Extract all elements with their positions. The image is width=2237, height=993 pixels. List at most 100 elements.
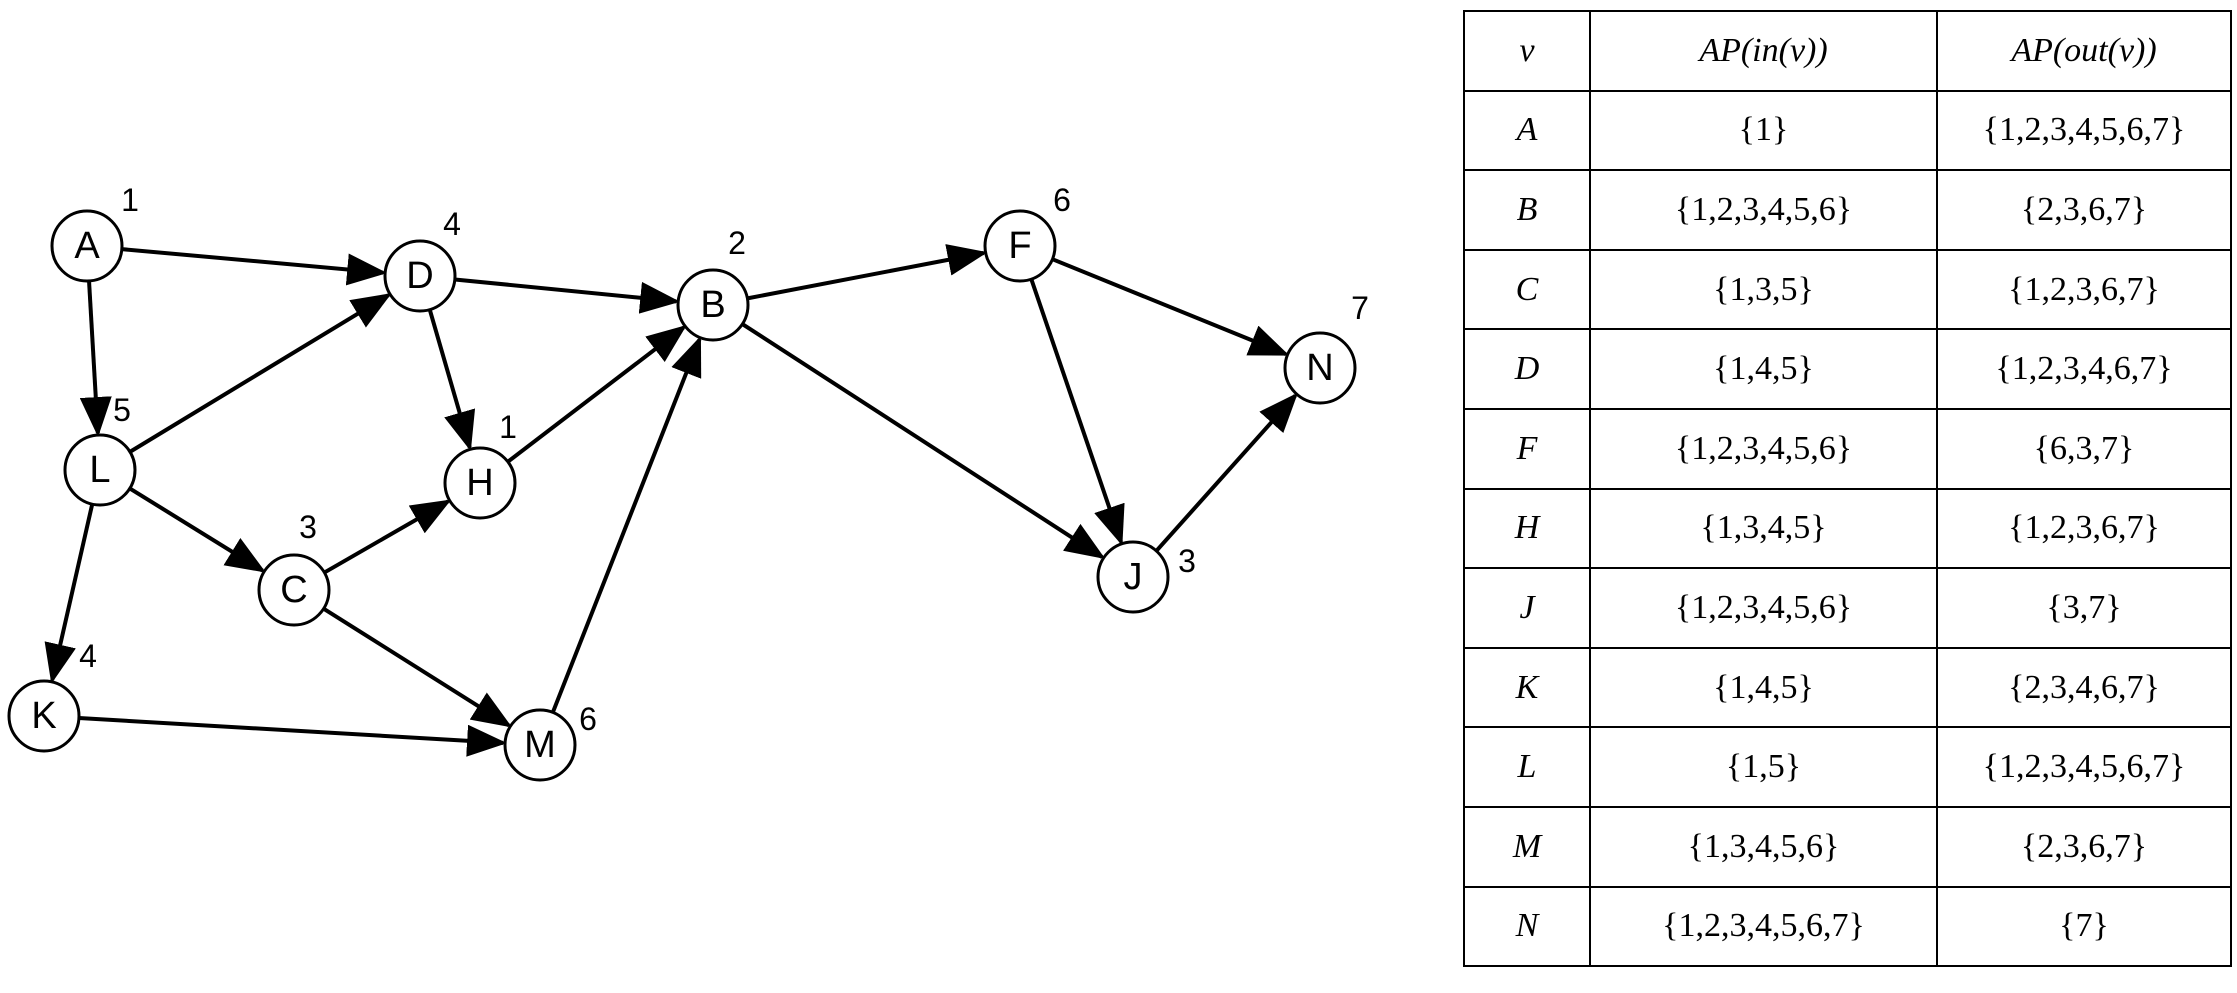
edge-k-m — [78, 716, 508, 757]
node-label: N — [1306, 347, 1333, 389]
node-h: H1 — [443, 409, 517, 520]
cell-vertex: M — [1463, 805, 1591, 888]
header-ap-in: AP(in(v)) — [1589, 10, 1938, 92]
node-circle — [1096, 540, 1170, 614]
table-row: A{1}{1,2,3,4,5,6,7} — [1463, 89, 2232, 172]
node-label: F — [1008, 225, 1031, 267]
node-label: C — [280, 569, 307, 611]
cell-ap-in: {1} — [1589, 89, 1938, 172]
cell-ap-out: {7} — [1936, 885, 2232, 968]
cell-ap-in: {1,3,5} — [1589, 248, 1938, 331]
cell-ap-out: {2,3,6,7} — [1936, 169, 2232, 251]
edges — [44, 244, 1298, 757]
table-header-row: v AP(in(v)) AP(out(v)) — [1463, 10, 2232, 92]
node-circle — [676, 268, 750, 342]
node-k: K4 — [7, 638, 97, 753]
table-row: D{1,4,5}{1,2,3,4,6,7} — [1463, 328, 2232, 410]
node-circle — [50, 209, 124, 283]
node-weight: 4 — [79, 638, 97, 674]
cell-ap-out: {1,2,3,6,7} — [1936, 248, 2232, 331]
node-circle — [443, 446, 517, 520]
table-row: B{1,2,3,4,5,6}{2,3,6,7} — [1463, 169, 2232, 251]
node-l: L5 — [63, 392, 137, 507]
node-f: F6 — [983, 182, 1071, 283]
node-label: K — [31, 695, 56, 737]
node-label: L — [89, 449, 110, 491]
cell-vertex: K — [1463, 646, 1591, 729]
table-row: F{1,2,3,4,5,6}{6,3,7} — [1463, 407, 2232, 490]
cell-ap-in: {1,2,3,4,5,6} — [1589, 567, 1938, 649]
table-row: L{1,5}{1,2,3,4,5,6,7} — [1463, 726, 2232, 808]
header-v: v — [1463, 10, 1591, 92]
cell-vertex: N — [1463, 885, 1591, 968]
node-label: D — [406, 255, 433, 297]
cell-ap-in: {1,3,4,5,6} — [1589, 805, 1938, 888]
node-label: B — [700, 284, 725, 326]
node-circle — [63, 433, 137, 507]
edge-d-h — [427, 309, 476, 452]
node-c: C3 — [257, 509, 331, 627]
node-a: A1 — [50, 182, 139, 283]
cell-vertex: J — [1463, 567, 1591, 649]
node-weight: 7 — [1351, 290, 1369, 326]
ap-table: v AP(in(v)) AP(out(v)) A{1}{1,2,3,4,5,6,… — [1463, 10, 2232, 968]
cell-ap-in: {1,3,4,5} — [1589, 487, 1938, 570]
edge-c-m — [322, 606, 513, 728]
node-circle — [983, 209, 1057, 283]
cell-ap-in: {1,2,3,4,5,6} — [1589, 407, 1938, 490]
cell-ap-out: {1,2,3,4,5,6,7} — [1936, 726, 2232, 808]
cell-ap-in: {1,2,3,4,5,6} — [1589, 169, 1938, 251]
node-weight: 6 — [579, 701, 597, 737]
edge-a-l — [79, 280, 112, 438]
cell-ap-out: {1,2,3,6,7} — [1936, 487, 2232, 570]
cell-ap-out: {1,2,3,4,5,6,7} — [1936, 89, 2232, 172]
node-d: D4 — [383, 206, 461, 313]
cell-vertex: D — [1463, 328, 1591, 410]
node-weight: 2 — [728, 225, 746, 261]
node-weight: 4 — [443, 206, 461, 242]
node-b: B2 — [676, 225, 750, 342]
node-weight: 3 — [299, 509, 317, 545]
edge-l-c — [128, 486, 266, 573]
edge-b-j — [741, 322, 1106, 560]
cell-ap-in: {1,4,5} — [1589, 646, 1938, 729]
cell-vertex: B — [1463, 169, 1591, 251]
cell-ap-out: {2,3,4,6,7} — [1936, 646, 2232, 729]
cell-vertex: C — [1463, 248, 1591, 331]
node-circle — [503, 708, 577, 782]
header-ap-out: AP(out(v)) — [1936, 10, 2232, 92]
node-weight: 6 — [1053, 182, 1071, 218]
node-circle — [7, 679, 81, 753]
table-row: M{1,3,4,5,6}{2,3,6,7} — [1463, 805, 2232, 888]
node-n: N7 — [1283, 290, 1369, 405]
node-weight: 5 — [113, 392, 131, 428]
node-weight: 3 — [1178, 543, 1196, 579]
edge-j-n — [1154, 392, 1298, 553]
node-weight: 1 — [499, 409, 517, 445]
edge-c-h — [323, 499, 452, 575]
cell-vertex: F — [1463, 407, 1591, 490]
edge-l-k — [44, 503, 95, 684]
table-row: H{1,3,4,5}{1,2,3,6,7} — [1463, 487, 2232, 570]
table-row: J{1,2,3,4,5,6}{3,7} — [1463, 567, 2232, 649]
edge-d-b — [454, 277, 681, 314]
edge-f-n — [1051, 257, 1290, 356]
node-weight: 1 — [121, 182, 139, 218]
cell-ap-in: {1,2,3,4,5,6,7} — [1589, 885, 1938, 968]
cell-vertex: H — [1463, 487, 1591, 570]
edge-m-b — [550, 335, 702, 714]
table-row: K{1,4,5}{2,3,4,6,7} — [1463, 646, 2232, 729]
table-body: A{1}{1,2,3,4,5,6,7}B{1,2,3,4,5,6}{2,3,6,… — [1463, 89, 2232, 968]
cell-ap-out: {6,3,7} — [1936, 407, 2232, 490]
table-row: C{1,3,5}{1,2,3,6,7} — [1463, 248, 2232, 331]
cell-ap-out: {1,2,3,4,6,7} — [1936, 328, 2232, 410]
node-label: M — [524, 724, 556, 766]
cell-ap-out: {2,3,6,7} — [1936, 805, 2232, 888]
edge-l-d — [128, 293, 392, 454]
edge-a-d — [121, 247, 388, 286]
node-circle — [383, 239, 457, 313]
node-m: M6 — [503, 701, 597, 782]
node-circle — [257, 553, 331, 627]
